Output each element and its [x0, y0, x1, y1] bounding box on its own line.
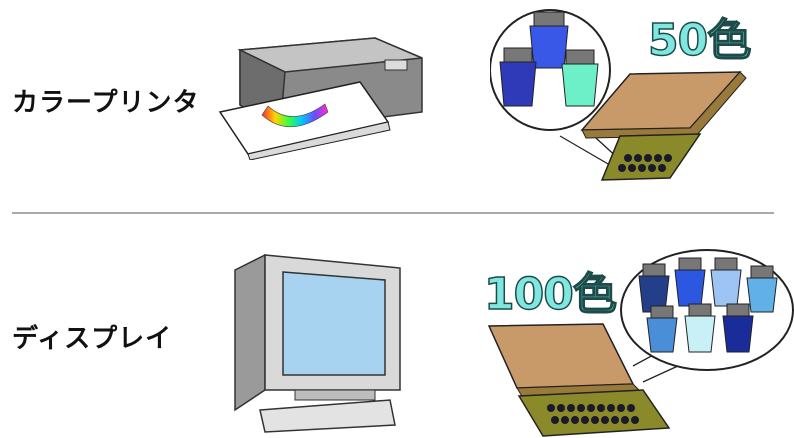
color-count-100: 100色	[484, 258, 616, 322]
display-icon	[225, 250, 420, 435]
color-count-50: 50色	[648, 4, 750, 68]
printer-icon	[210, 20, 435, 160]
tube-icon	[530, 12, 568, 68]
divider	[12, 212, 774, 214]
display-label: ディスプレイ	[12, 318, 172, 355]
printer-label: カラープリンタ	[12, 82, 199, 119]
